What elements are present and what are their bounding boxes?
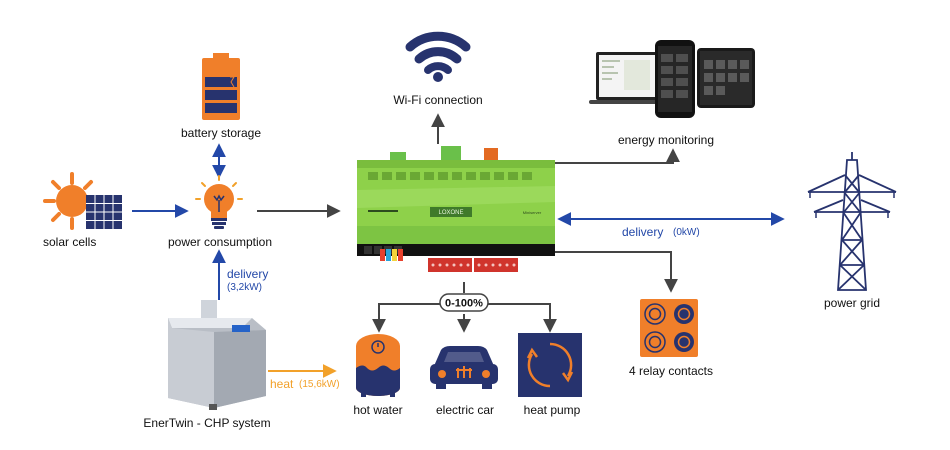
label-battery-storage: battery storage [180,126,262,140]
label-electric-car: electric car [435,403,495,417]
label-power-grid: power grid [823,296,881,310]
battery-icon [202,53,240,120]
label-heat-pump: heat pump [523,403,581,417]
heatpump-icon [518,333,582,397]
grid-delivery-value: (0kW) [673,227,700,238]
wifi-icon [405,31,471,82]
dimmer-range-label: 0-100% [445,298,483,310]
label-hot-water: hot water [353,403,403,417]
arrow-miniserver-to-monitoring [555,148,680,164]
heat-value: (15,6kW) [299,379,340,390]
arrow-dimmer-to-heatpump [488,303,557,333]
boiler-icon [356,334,400,397]
arrow-dimmer-to-hotwater [372,303,440,333]
relay-icon [640,299,698,357]
label-solar-cells: solar cells [43,235,97,249]
chp-delivery-value: (3,2kW) [227,282,262,293]
miniserver-device: LOXONE Miniserver [357,146,555,272]
miniserver-brand: LOXONE [438,210,463,216]
chp-unit-icon [168,300,266,410]
pylon-icon [807,152,897,291]
label-wifi: Wi-Fi connection [393,93,483,107]
bulb-icon [195,175,243,229]
chp-delivery-label: delivery [227,267,269,281]
arrows [132,113,785,378]
dimmer-pill: 0-100% [439,293,489,312]
grid-delivery-label: delivery [622,225,664,239]
heat-label: heat [270,377,294,391]
car-icon [430,346,498,389]
label-power-consumption: power consumption [167,235,273,249]
devices-icon [589,40,755,118]
miniserver-model: Miniserver [523,210,542,215]
label-chp-system: EnerTwin - CHP system [143,416,271,430]
label-relay-contacts: 4 relay contacts [628,364,714,378]
arrow-miniserver-to-relay [555,251,678,293]
sun-solar-icon [43,172,122,230]
label-energy-monitoring: energy monitoring [617,133,715,147]
